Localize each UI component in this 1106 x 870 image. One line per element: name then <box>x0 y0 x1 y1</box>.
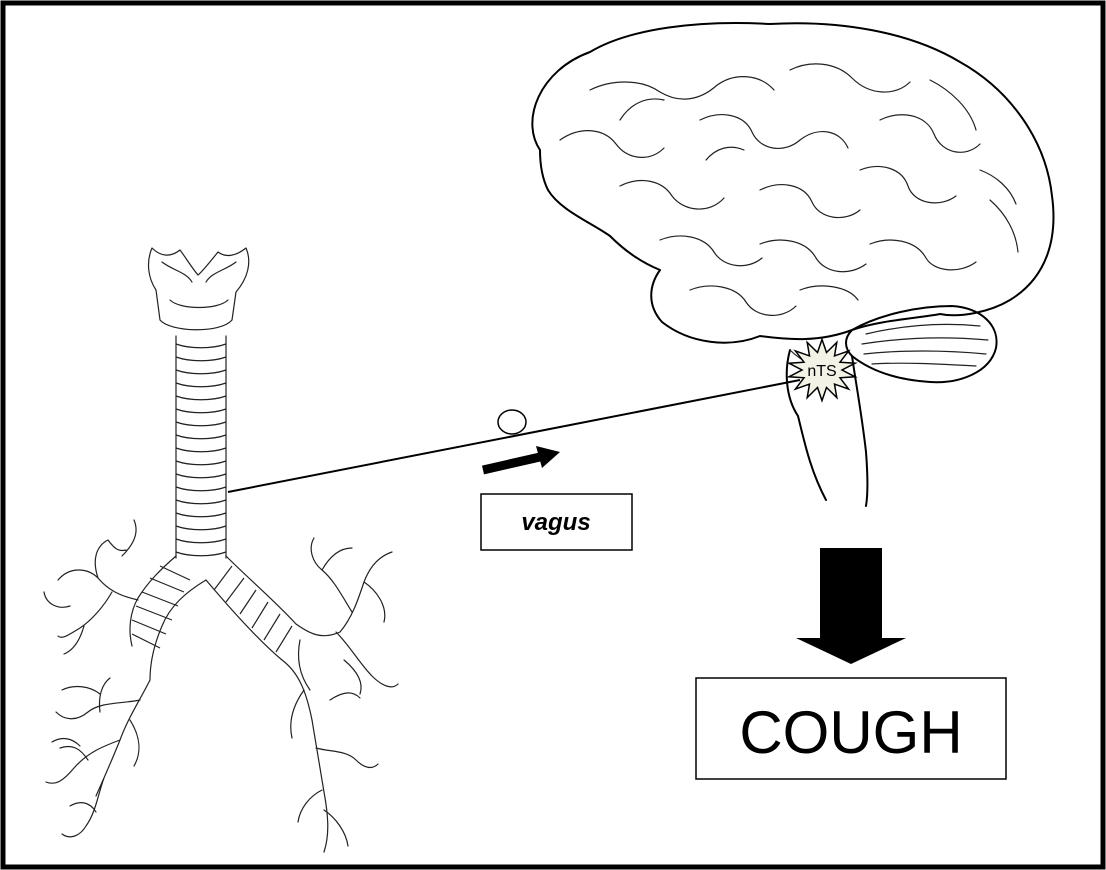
nts-starburst: nTS <box>789 339 855 400</box>
right-lower-branches <box>291 690 378 852</box>
brain-illustration: nTS <box>532 23 1053 506</box>
cerebrum <box>532 23 1053 343</box>
ganglion-circle <box>498 410 526 434</box>
cough-box: COUGH <box>696 678 1006 779</box>
down-arrow-icon <box>796 548 906 664</box>
right-arrow-icon <box>483 446 560 470</box>
left-lower-branches <box>46 678 150 837</box>
right-upper-branches <box>311 538 398 687</box>
trachea <box>176 336 226 558</box>
brain-gyri <box>560 64 1018 315</box>
bronchus-rings <box>132 566 292 652</box>
larynx <box>149 248 249 330</box>
vagus-label: vagus <box>521 509 590 536</box>
vagus-label-box: vagus <box>481 494 632 550</box>
vagus-nerve-line <box>228 380 800 492</box>
left-upper-branches <box>44 520 138 654</box>
trachea-rings <box>176 344 226 556</box>
nts-label: nTS <box>807 363 836 380</box>
right-main-bronchus <box>206 556 340 720</box>
airway-illustration <box>44 248 398 852</box>
cough-label: COUGH <box>739 699 962 766</box>
